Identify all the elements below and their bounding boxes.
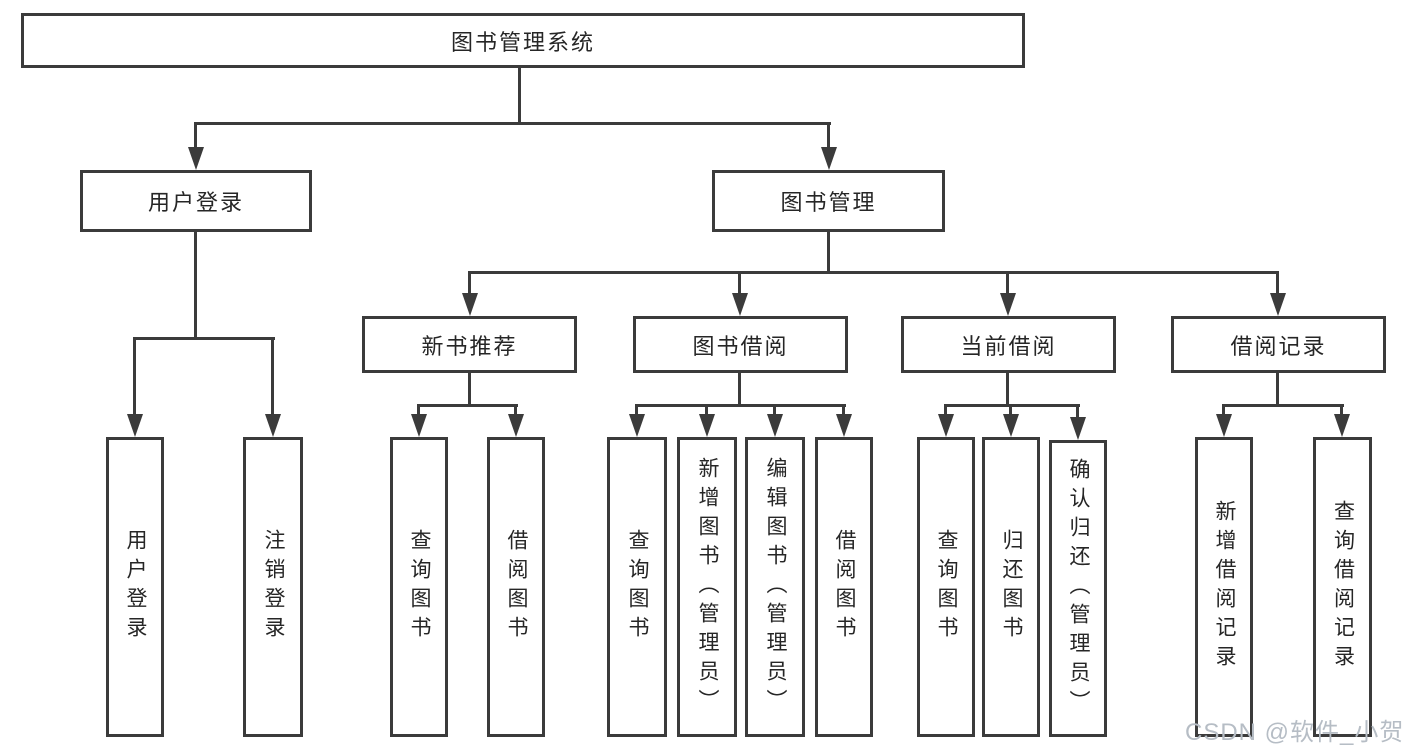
arrowhead-nb-query xyxy=(411,414,427,437)
arrowhead-br-add xyxy=(1216,414,1232,437)
connector-drop-bb-edit xyxy=(773,404,776,416)
connector-drop-br-add xyxy=(1222,404,1225,416)
leaf-query-books-recommend-label: 查询图书 xyxy=(408,529,431,645)
connector-book-mgmt-stem xyxy=(827,232,830,274)
connector-drop-nb-query xyxy=(417,404,420,416)
leaf-borrow-books-recommend: 借阅图书 xyxy=(487,437,545,737)
connector-drop-book-borrow xyxy=(738,271,741,295)
connector-drop-current-borrow xyxy=(1006,271,1009,295)
connector-root-stem xyxy=(518,68,521,125)
connector-new-book-rail xyxy=(417,404,518,407)
csdn-watermark: CSDN @软件_小贺同学 xyxy=(1185,719,1405,746)
arrowhead-user-login xyxy=(188,147,204,170)
connector-new-book-stem xyxy=(468,373,471,407)
arrowhead-bb-query xyxy=(629,414,645,437)
connector-book-borrow-rail xyxy=(635,404,846,407)
connector-drop-leaf-logout xyxy=(271,337,274,415)
connector-level3-rail xyxy=(468,271,1279,274)
node-borrow-records-label: 借阅记录 xyxy=(1230,333,1327,359)
leaf-borrow-books: 借阅图书 xyxy=(815,437,873,737)
connector-drop-borrow-records xyxy=(1276,271,1279,295)
connector-drop-cb-query xyxy=(944,404,947,416)
leaf-logout-label: 注销登录 xyxy=(262,529,285,645)
leaf-confirm-return-admin-label: 确认归还（管理员） xyxy=(1067,458,1090,719)
arrowhead-book-borrow xyxy=(732,293,748,316)
node-library-system-label: 图书管理系统 xyxy=(450,29,595,55)
leaf-borrow-books-recommend-label: 借阅图书 xyxy=(505,529,528,645)
arrowhead-cb-query xyxy=(938,414,954,437)
node-user-login-label: 用户登录 xyxy=(147,190,244,215)
node-library-system: 图书管理系统 xyxy=(21,13,1025,68)
leaf-edit-books-admin-label: 编辑图书（管理员） xyxy=(764,456,787,718)
arrowhead-cb-return xyxy=(1003,414,1019,437)
leaf-query-borrow-record: 查询借阅记录 xyxy=(1313,437,1372,737)
leaf-edit-books-admin: 编辑图书（管理员） xyxy=(745,437,805,737)
connector-drop-bb-add xyxy=(705,404,708,416)
leaf-query-books-borrow-label: 查询图书 xyxy=(626,529,649,645)
connector-drop-br-query xyxy=(1340,404,1343,416)
leaf-user-login-label: 用户登录 xyxy=(124,529,147,645)
node-current-borrow: 当前借阅 xyxy=(901,316,1116,373)
arrowhead-bb-edit xyxy=(767,414,783,437)
leaf-add-books-admin: 新增图书（管理员） xyxy=(677,437,737,737)
node-new-book-recommend-label: 新书推荐 xyxy=(421,333,518,359)
connector-drop-new-book xyxy=(468,271,471,295)
connector-drop-cb-confirm xyxy=(1076,404,1079,419)
leaf-query-books-borrow: 查询图书 xyxy=(607,437,667,737)
leaf-return-books-label: 归还图书 xyxy=(1000,529,1023,645)
connector-drop-user-login xyxy=(194,122,197,149)
connector-level2-rail xyxy=(195,122,831,125)
connector-user-login-rail xyxy=(133,337,275,340)
connector-drop-book-mgmt xyxy=(827,122,830,149)
leaf-query-books-recommend: 查询图书 xyxy=(390,437,448,737)
connector-drop-bb-query xyxy=(635,404,638,416)
leaf-return-books: 归还图书 xyxy=(982,437,1040,737)
leaf-user-login: 用户登录 xyxy=(106,437,164,737)
leaf-query-books-current-label: 查询图书 xyxy=(935,529,958,645)
arrowhead-cb-confirm xyxy=(1070,417,1086,440)
connector-drop-cb-return xyxy=(1009,404,1012,416)
arrowhead-current-borrow xyxy=(1000,293,1016,316)
leaf-confirm-return-admin: 确认归还（管理员） xyxy=(1049,440,1107,737)
arrowhead-new-book xyxy=(462,293,478,316)
node-book-management-label: 图书管理 xyxy=(780,190,877,215)
node-book-borrow-label: 图书借阅 xyxy=(692,333,789,359)
connector-borrow-records-stem xyxy=(1276,373,1279,407)
arrowhead-leaf-login xyxy=(127,414,143,437)
arrowhead-bb-add xyxy=(699,414,715,437)
node-current-borrow-label: 当前借阅 xyxy=(960,333,1057,359)
leaf-query-books-current: 查询图书 xyxy=(917,437,975,737)
leaf-add-borrow-record: 新增借阅记录 xyxy=(1195,437,1253,737)
arrowhead-borrow-records xyxy=(1270,293,1286,316)
connector-user-login-stem xyxy=(194,232,197,340)
leaf-logout: 注销登录 xyxy=(243,437,303,737)
arrowhead-book-mgmt xyxy=(821,147,837,170)
connector-drop-leaf-login xyxy=(133,337,136,415)
node-user-login: 用户登录 xyxy=(80,170,312,232)
leaf-add-borrow-record-label: 新增借阅记录 xyxy=(1213,500,1236,674)
connector-current-borrow-rail xyxy=(944,404,1080,407)
connector-borrow-records-rail xyxy=(1222,404,1344,407)
leaf-add-books-admin-label: 新增图书（管理员） xyxy=(696,456,719,718)
node-new-book-recommend: 新书推荐 xyxy=(362,316,577,373)
leaf-borrow-books-label: 借阅图书 xyxy=(833,529,856,645)
arrowhead-bb-borrow xyxy=(836,414,852,437)
arrowhead-leaf-logout xyxy=(265,414,281,437)
arrowhead-br-query xyxy=(1334,414,1350,437)
arrowhead-nb-borrow xyxy=(508,414,524,437)
node-book-borrow: 图书借阅 xyxy=(633,316,848,373)
node-book-management: 图书管理 xyxy=(712,170,945,232)
connector-drop-bb-borrow xyxy=(842,404,845,416)
leaf-query-borrow-record-label: 查询借阅记录 xyxy=(1331,500,1355,674)
connector-current-borrow-stem xyxy=(1006,373,1009,407)
node-borrow-records: 借阅记录 xyxy=(1171,316,1386,373)
connector-drop-nb-borrow xyxy=(514,404,517,416)
connector-book-borrow-stem xyxy=(738,373,741,407)
